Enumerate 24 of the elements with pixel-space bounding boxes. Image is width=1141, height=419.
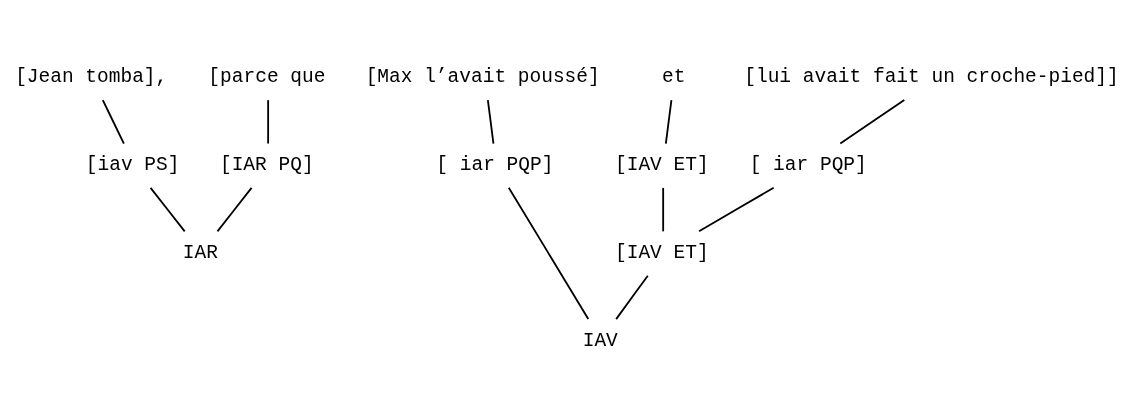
node-text: [ iar PQP]	[749, 154, 867, 177]
connector	[267, 99, 270, 145]
connector	[698, 186, 775, 233]
connector	[615, 274, 649, 321]
connector	[216, 187, 253, 233]
node-text: [IAV ET]	[615, 154, 709, 177]
node-text: IAV	[582, 329, 618, 352]
connector	[664, 99, 673, 145]
connector	[507, 186, 590, 320]
node-text: [Jean tomba],	[15, 66, 168, 89]
connector	[101, 99, 125, 145]
connector	[486, 99, 495, 145]
connector	[662, 187, 665, 233]
node-text: [IAV ET]	[615, 242, 709, 265]
node-text: et	[661, 66, 686, 89]
connector	[149, 187, 186, 233]
node-text: [lui avait fait un croche-pied]]	[744, 66, 1119, 89]
node-text: [Max l’avait poussé]	[365, 66, 600, 89]
connector	[839, 99, 906, 145]
node-text: [ iar PQP]	[436, 154, 554, 177]
node-text: [parce que	[208, 66, 326, 89]
node-text: [iav PS]	[85, 154, 180, 177]
node-text: [IAR PQ]	[219, 154, 314, 177]
node-text: IAR	[182, 242, 218, 265]
